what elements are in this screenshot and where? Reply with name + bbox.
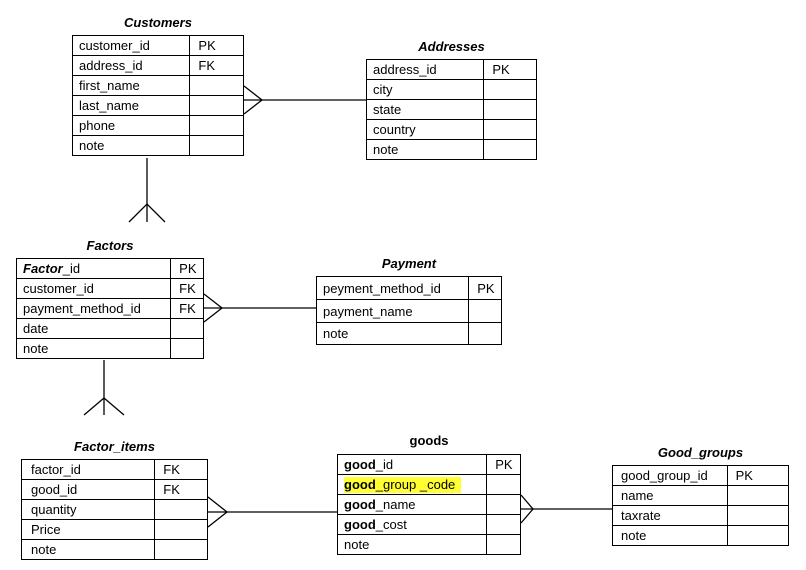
entity-title: Payment	[381, 256, 437, 271]
table-row: note	[336, 534, 521, 555]
table-row: Price	[20, 519, 208, 540]
crowfoot-factors	[128, 203, 166, 223]
crowfoot-goods	[520, 494, 534, 524]
table-row: last_name	[71, 95, 244, 116]
table-row: date	[15, 318, 204, 339]
crowfoot-factoritems-goods	[207, 496, 229, 528]
table-row: note	[612, 525, 790, 546]
table-row: note	[20, 539, 208, 560]
table-row: taxrate	[612, 505, 790, 526]
crowfoot-customers	[243, 85, 264, 115]
entity-title: Factor_items	[74, 439, 155, 454]
table-row: country	[365, 119, 537, 140]
table-row: first_name	[71, 75, 244, 96]
table-row: city	[365, 79, 537, 100]
entity-title: Addresses	[418, 39, 485, 54]
entity-title: Customers	[124, 15, 192, 30]
table-row: payment_name	[315, 299, 502, 323]
table-row: note	[365, 139, 537, 160]
entity-title: Factors	[86, 238, 134, 253]
entity-title: Good_groups	[657, 445, 744, 460]
table-row: name	[612, 485, 790, 506]
table-row: note	[315, 322, 502, 345]
table-row: note	[71, 135, 244, 156]
crowfoot-factoritems	[83, 397, 125, 416]
table-row: note	[15, 338, 204, 359]
entity-title: goods	[409, 433, 449, 448]
table-row: state	[365, 99, 537, 120]
highlight-mark: good_group _code	[344, 477, 462, 493]
crowfoot-factors-payment	[203, 293, 224, 323]
table-row: good_name	[336, 494, 521, 515]
table-row: phone	[71, 115, 244, 136]
table-row: good_group _code	[336, 474, 521, 495]
table-row: quantity	[20, 499, 208, 520]
table-row: good_cost	[336, 514, 521, 535]
